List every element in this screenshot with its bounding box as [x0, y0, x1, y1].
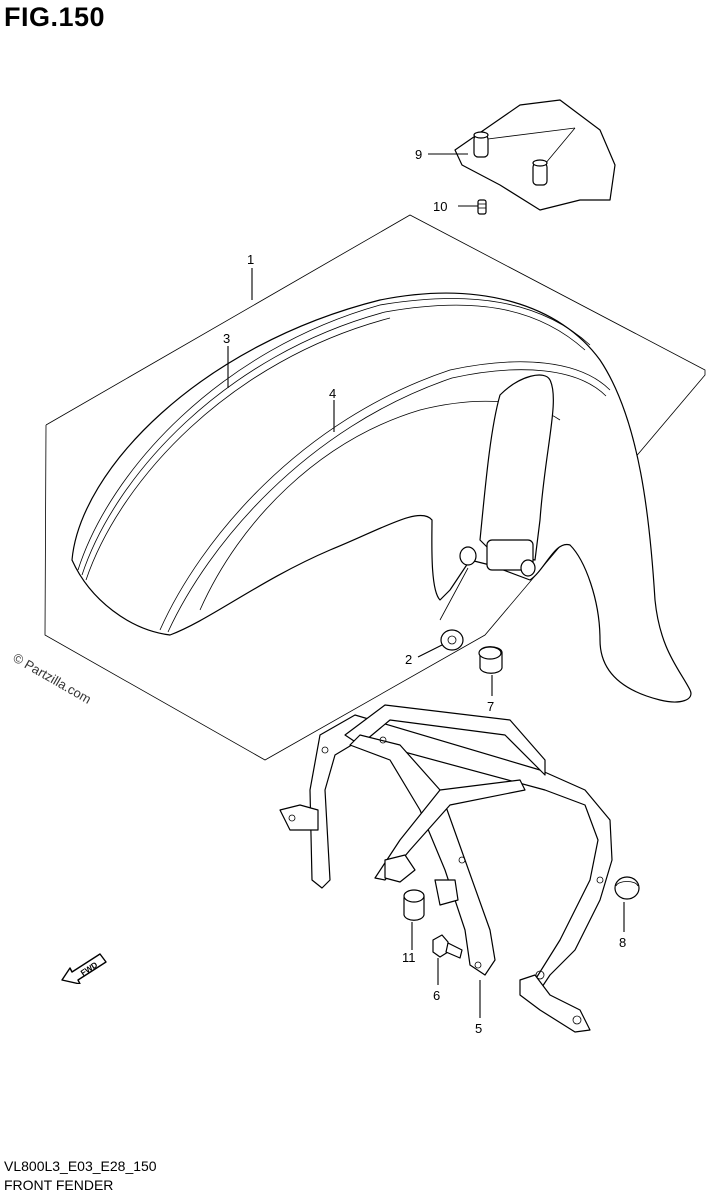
callout-10: 10	[433, 199, 447, 214]
part-1-front-fender	[71, 292, 692, 703]
part-name: FRONT FENDER	[4, 1177, 114, 1193]
part-8-cap	[614, 876, 640, 900]
part-10-screw	[477, 199, 487, 215]
callout-2: 2	[405, 652, 412, 667]
part-11-cushion	[403, 889, 425, 921]
part-6-bolt	[432, 934, 463, 959]
fwd-arrow-icon: FWD	[61, 953, 107, 984]
callout-8: 8	[619, 935, 626, 950]
callout-3: 3	[223, 331, 230, 346]
callout-7: 7	[487, 699, 494, 714]
leader-lines	[227, 153, 625, 1018]
callout-1: 1	[247, 252, 254, 267]
callout-5: 5	[475, 1021, 482, 1036]
callout-4: 4	[329, 386, 336, 401]
part-5-fender-brace	[279, 704, 613, 1033]
figure-title: FIG.150	[4, 2, 106, 32]
callout-11: 11	[402, 950, 416, 965]
part-9-bracket	[454, 99, 616, 211]
part-7-grommet	[478, 646, 503, 674]
callout-9: 9	[415, 147, 422, 162]
callout-6: 6	[433, 988, 440, 1003]
part-2-washer	[440, 629, 464, 651]
model-code: VL800L3_E03_E28_150	[4, 1158, 157, 1174]
